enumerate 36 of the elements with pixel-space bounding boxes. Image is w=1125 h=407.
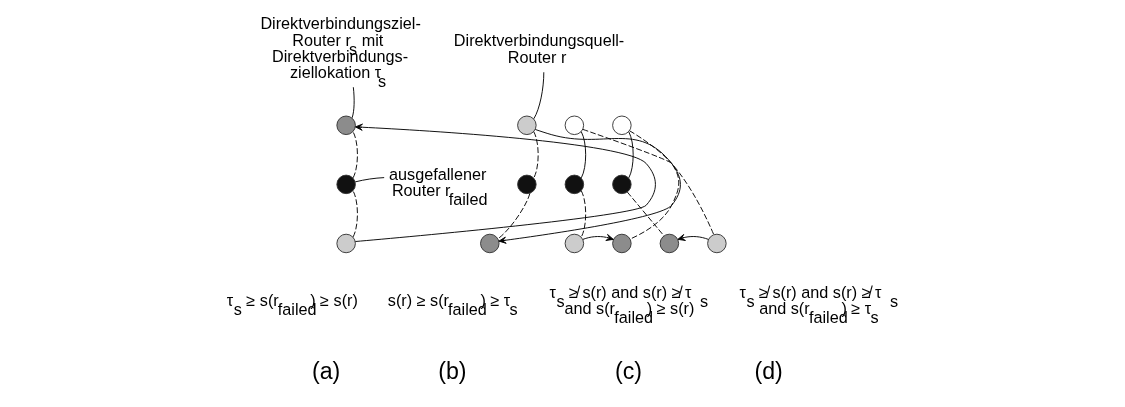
connector: [533, 131, 539, 179]
arrow: [354, 123, 656, 242]
connector: [497, 192, 531, 240]
connector: [354, 177, 385, 183]
node-circle: [707, 233, 727, 254]
node-circle: [336, 233, 356, 254]
arrow: [582, 234, 614, 241]
connector: [628, 131, 634, 179]
node-circle: [480, 233, 500, 254]
node-circle: [564, 233, 585, 254]
arrow: [498, 129, 681, 244]
connector: [533, 71, 545, 120]
connector: [626, 191, 665, 237]
connector: [582, 128, 680, 240]
node-text: Direktverbindungsquell- Router r: [453, 30, 625, 66]
node-circle: [612, 115, 632, 136]
node-circle: [659, 233, 680, 254]
connector: [352, 190, 358, 238]
label: (c): [614, 358, 642, 385]
node-circle: [336, 115, 356, 136]
node-circle: [517, 174, 537, 195]
node-circle: [336, 174, 356, 195]
connector: [580, 190, 587, 238]
connector: [580, 131, 587, 179]
label: (b): [438, 358, 467, 385]
connector: [629, 130, 715, 236]
label: (a): [311, 358, 341, 385]
node-circle: [612, 174, 632, 195]
connector: [351, 86, 355, 119]
node-circle: [612, 233, 632, 254]
node-circle: [517, 115, 537, 136]
node-circle: [564, 174, 585, 195]
arrow: [677, 234, 709, 241]
label: (d): [754, 358, 783, 385]
node-circle: [564, 115, 585, 136]
connector: [352, 131, 358, 179]
